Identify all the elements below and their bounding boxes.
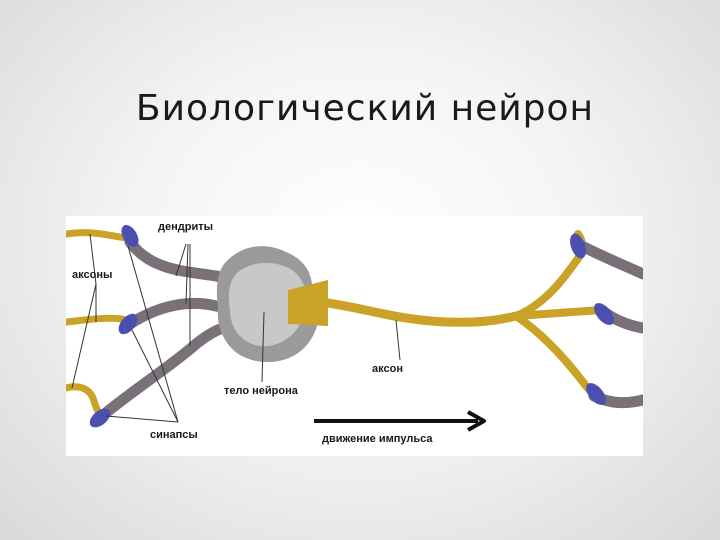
slide-title: Биологический нейрон xyxy=(135,88,595,129)
label-axon: аксон xyxy=(372,363,403,375)
label-dendrites: дендриты xyxy=(158,221,213,233)
synapse-right-middle xyxy=(594,303,614,325)
axon-hillock xyxy=(288,280,328,326)
incoming-axon-bottom xyxy=(66,383,106,420)
incoming-axon-top xyxy=(66,229,130,242)
synapse-right-bottom xyxy=(586,383,606,405)
impulse-arrow-head xyxy=(467,410,486,432)
neuron-svg: дендриты аксоны тело нейрона аксон синап… xyxy=(66,221,643,445)
synapse-left-bottom xyxy=(89,408,111,428)
axon-branch-bottom xyxy=(512,312,600,400)
neuron-diagram: дендриты аксоны тело нейрона аксон синап… xyxy=(66,216,643,456)
soma-inner xyxy=(228,262,307,347)
label-synapses: синапсы xyxy=(150,429,198,441)
label-impulse: движение импульса xyxy=(322,433,433,445)
synapse-left-top xyxy=(121,225,139,247)
label-soma: тело нейрона xyxy=(224,385,299,397)
main-axon xyxy=(316,297,521,327)
axon-branch-middle xyxy=(512,306,605,320)
leader-lines xyxy=(71,233,401,423)
next-dendrite-top xyxy=(572,238,643,280)
synapse-right-top xyxy=(570,233,586,259)
label-axons: аксоны xyxy=(72,269,112,281)
incoming-axon-middle xyxy=(66,314,130,326)
synapse-left-middle xyxy=(118,313,138,335)
